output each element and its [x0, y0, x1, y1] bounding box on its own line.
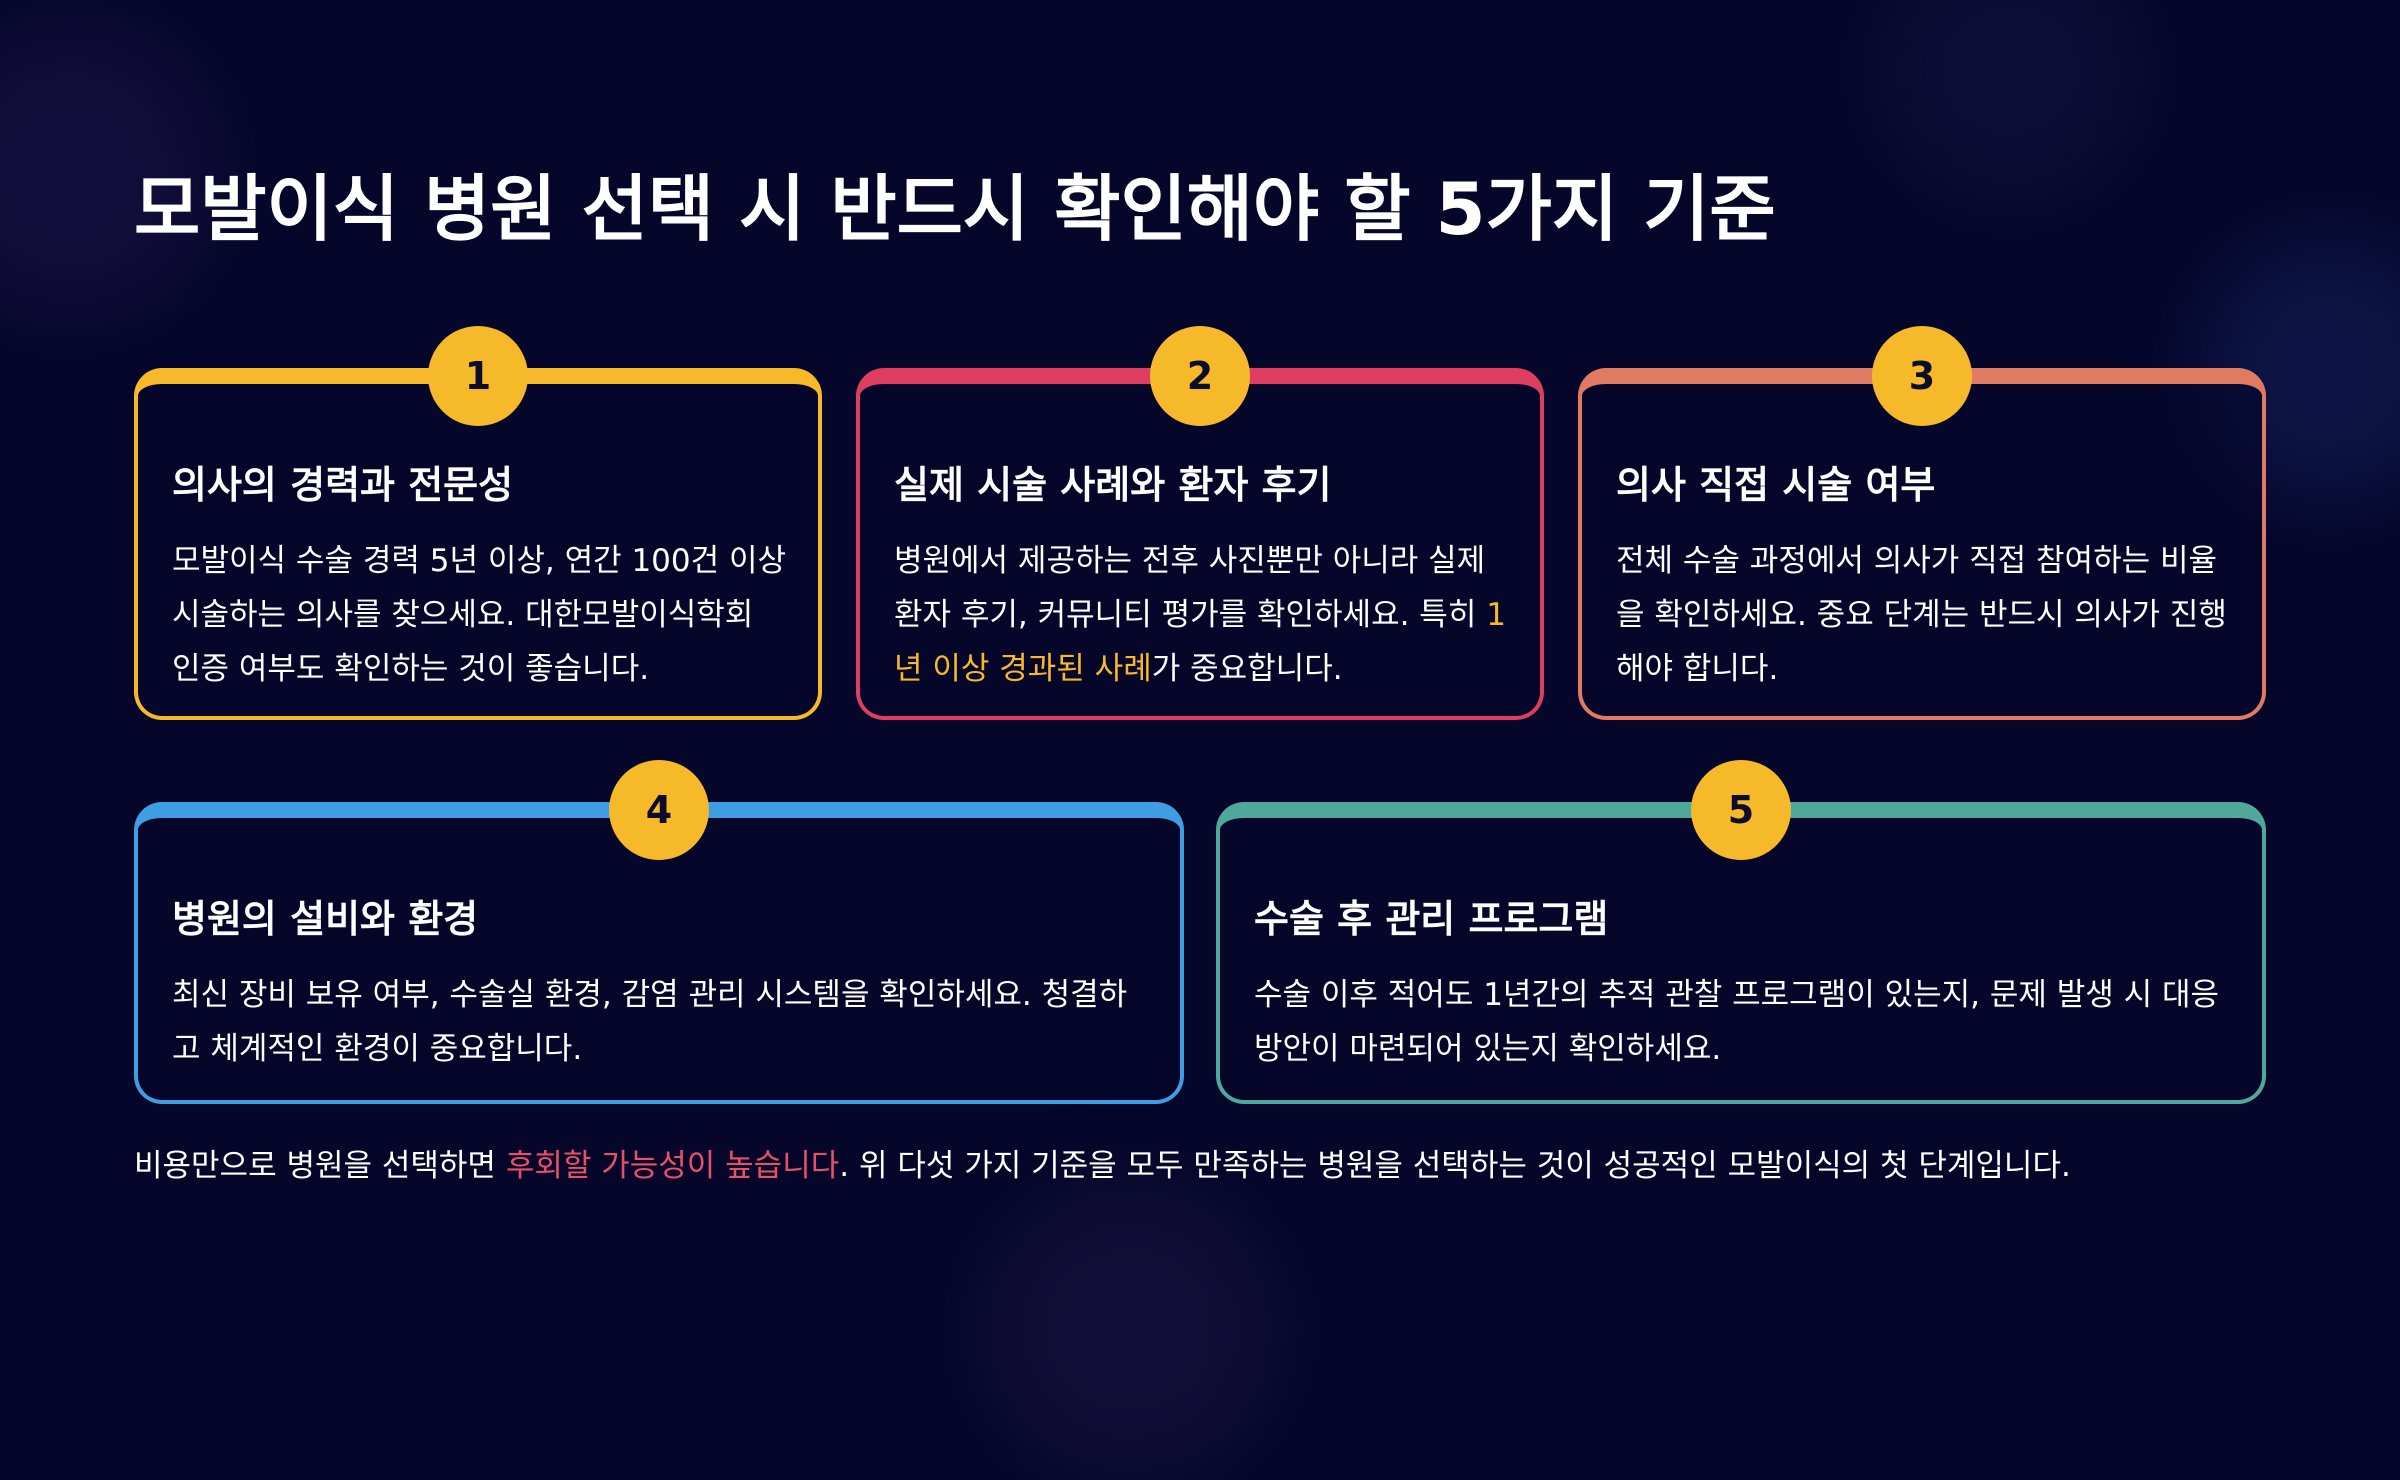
page-title: 모발이식 병원 선택 시 반드시 확인해야 할 5가지 기준: [134, 167, 1776, 251]
background-glow: [1880, 0, 2140, 200]
card-description: 최신 장비 보유 여부, 수술실 환경, 감염 관리 시스템을 확인하세요. 청…: [172, 977, 1128, 1067]
card-description: 수술 이후 적어도 1년간의 추적 관찰 프로그램이 있는지, 문제 발생 시 …: [1254, 977, 2220, 1067]
criterion-card-1: 1 의사의 경력과 전문성 모발이식 수술 경력 5년 이상, 연간 100건 …: [134, 326, 822, 720]
card-description: 모발이식 수술 경력 5년 이상, 연간 100건 이상 시술하는 의사를 찾으…: [172, 543, 787, 687]
card-title: 병원의 설비와 환경: [172, 897, 479, 941]
criterion-card-5: 5 수술 후 관리 프로그램 수술 이후 적어도 1년간의 추적 관찰 프로그램…: [1216, 760, 2266, 1104]
footer-text-highlight: 후회할 가능성이 높습니다: [505, 1148, 840, 1184]
criterion-card-3: 3 의사 직접 시술 여부 전체 수술 과정에서 의사가 직접 참여하는 비율을…: [1578, 326, 2266, 720]
card-title: 수술 후 관리 프로그램: [1254, 897, 1609, 941]
card-title: 의사 직접 시술 여부: [1616, 463, 1936, 507]
number-badge: 4: [609, 760, 709, 860]
card-description: 병원에서 제공하는 전후 사진뿐만 아니라 실제 환자 후기, 커뮤니티 평가를…: [894, 534, 1510, 696]
number-badge: 5: [1691, 760, 1791, 860]
criterion-card-2: 2 실제 시술 사례와 환자 후기 병원에서 제공하는 전후 사진뿐만 아니라 …: [856, 326, 1544, 720]
card-text-part: 병원에서 제공하는 전후 사진뿐만 아니라 실제 환자 후기, 커뮤니티 평가를…: [894, 543, 1487, 633]
footer-text-part: 비용만으로 병원을 선택하면: [134, 1148, 506, 1184]
background-glow: [980, 1180, 1280, 1480]
card-title: 의사의 경력과 전문성: [172, 463, 514, 507]
number-badge: 1: [428, 326, 528, 426]
number-badge: 2: [1150, 326, 1250, 426]
footer-text-part: . 위 다섯 가지 기준을 모두 만족하는 병원을 선택하는 것이 성공적인 모…: [839, 1148, 2071, 1184]
card-description: 전체 수술 과정에서 의사가 직접 참여하는 비율을 확인하세요. 중요 단계는…: [1616, 543, 2227, 687]
card-text-part: 가 중요합니다.: [1151, 651, 1343, 687]
footer-note: 비용만으로 병원을 선택하면 후회할 가능성이 높습니다. 위 다섯 가지 기준…: [134, 1140, 2071, 1185]
card-text-highlight: 1년 이상 경과된 사례: [894, 597, 1506, 687]
criterion-card-4: 4 병원의 설비와 환경 최신 장비 보유 여부, 수술실 환경, 감염 관리 …: [134, 760, 1184, 1104]
number-badge: 3: [1872, 326, 1972, 426]
card-title: 실제 시술 사례와 환자 후기: [894, 463, 1332, 507]
